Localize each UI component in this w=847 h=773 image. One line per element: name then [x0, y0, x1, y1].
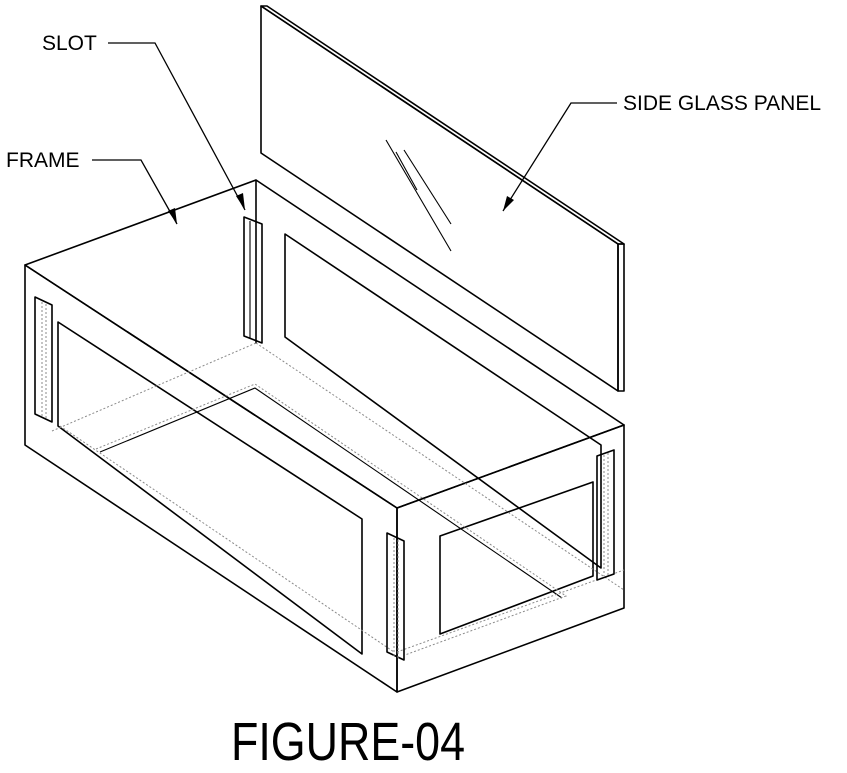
slot-callout: SLOT: [42, 32, 246, 211]
side-glass-panel: [260, 5, 625, 392]
frame: [24, 179, 625, 693]
bottom-window: [99, 387, 563, 599]
slot-back-corner: [243, 216, 263, 344]
back-wall-window: [284, 233, 602, 569]
glass-reflection-mark: [403, 149, 452, 225]
front-wall-window: [57, 321, 363, 655]
side-glass-panel-label: SIDE GLASS PANEL: [623, 92, 821, 115]
hidden-edges: [51, 342, 625, 653]
end-wall-window: [439, 481, 594, 635]
slot-label: SLOT: [42, 32, 97, 55]
slot-front-right: [386, 532, 405, 661]
frame-label: FRAME: [6, 149, 80, 172]
side-glass-panel-callout: SIDE GLASS PANEL: [502, 92, 821, 212]
figure-caption: FIGURE-04: [231, 712, 465, 772]
glass-reflection-mark: [385, 139, 452, 252]
frame-callout: FRAME: [6, 149, 178, 225]
slot-front-left: [34, 296, 53, 423]
glass-reflection-mark: [395, 151, 418, 191]
slot-end-right: [596, 449, 615, 581]
